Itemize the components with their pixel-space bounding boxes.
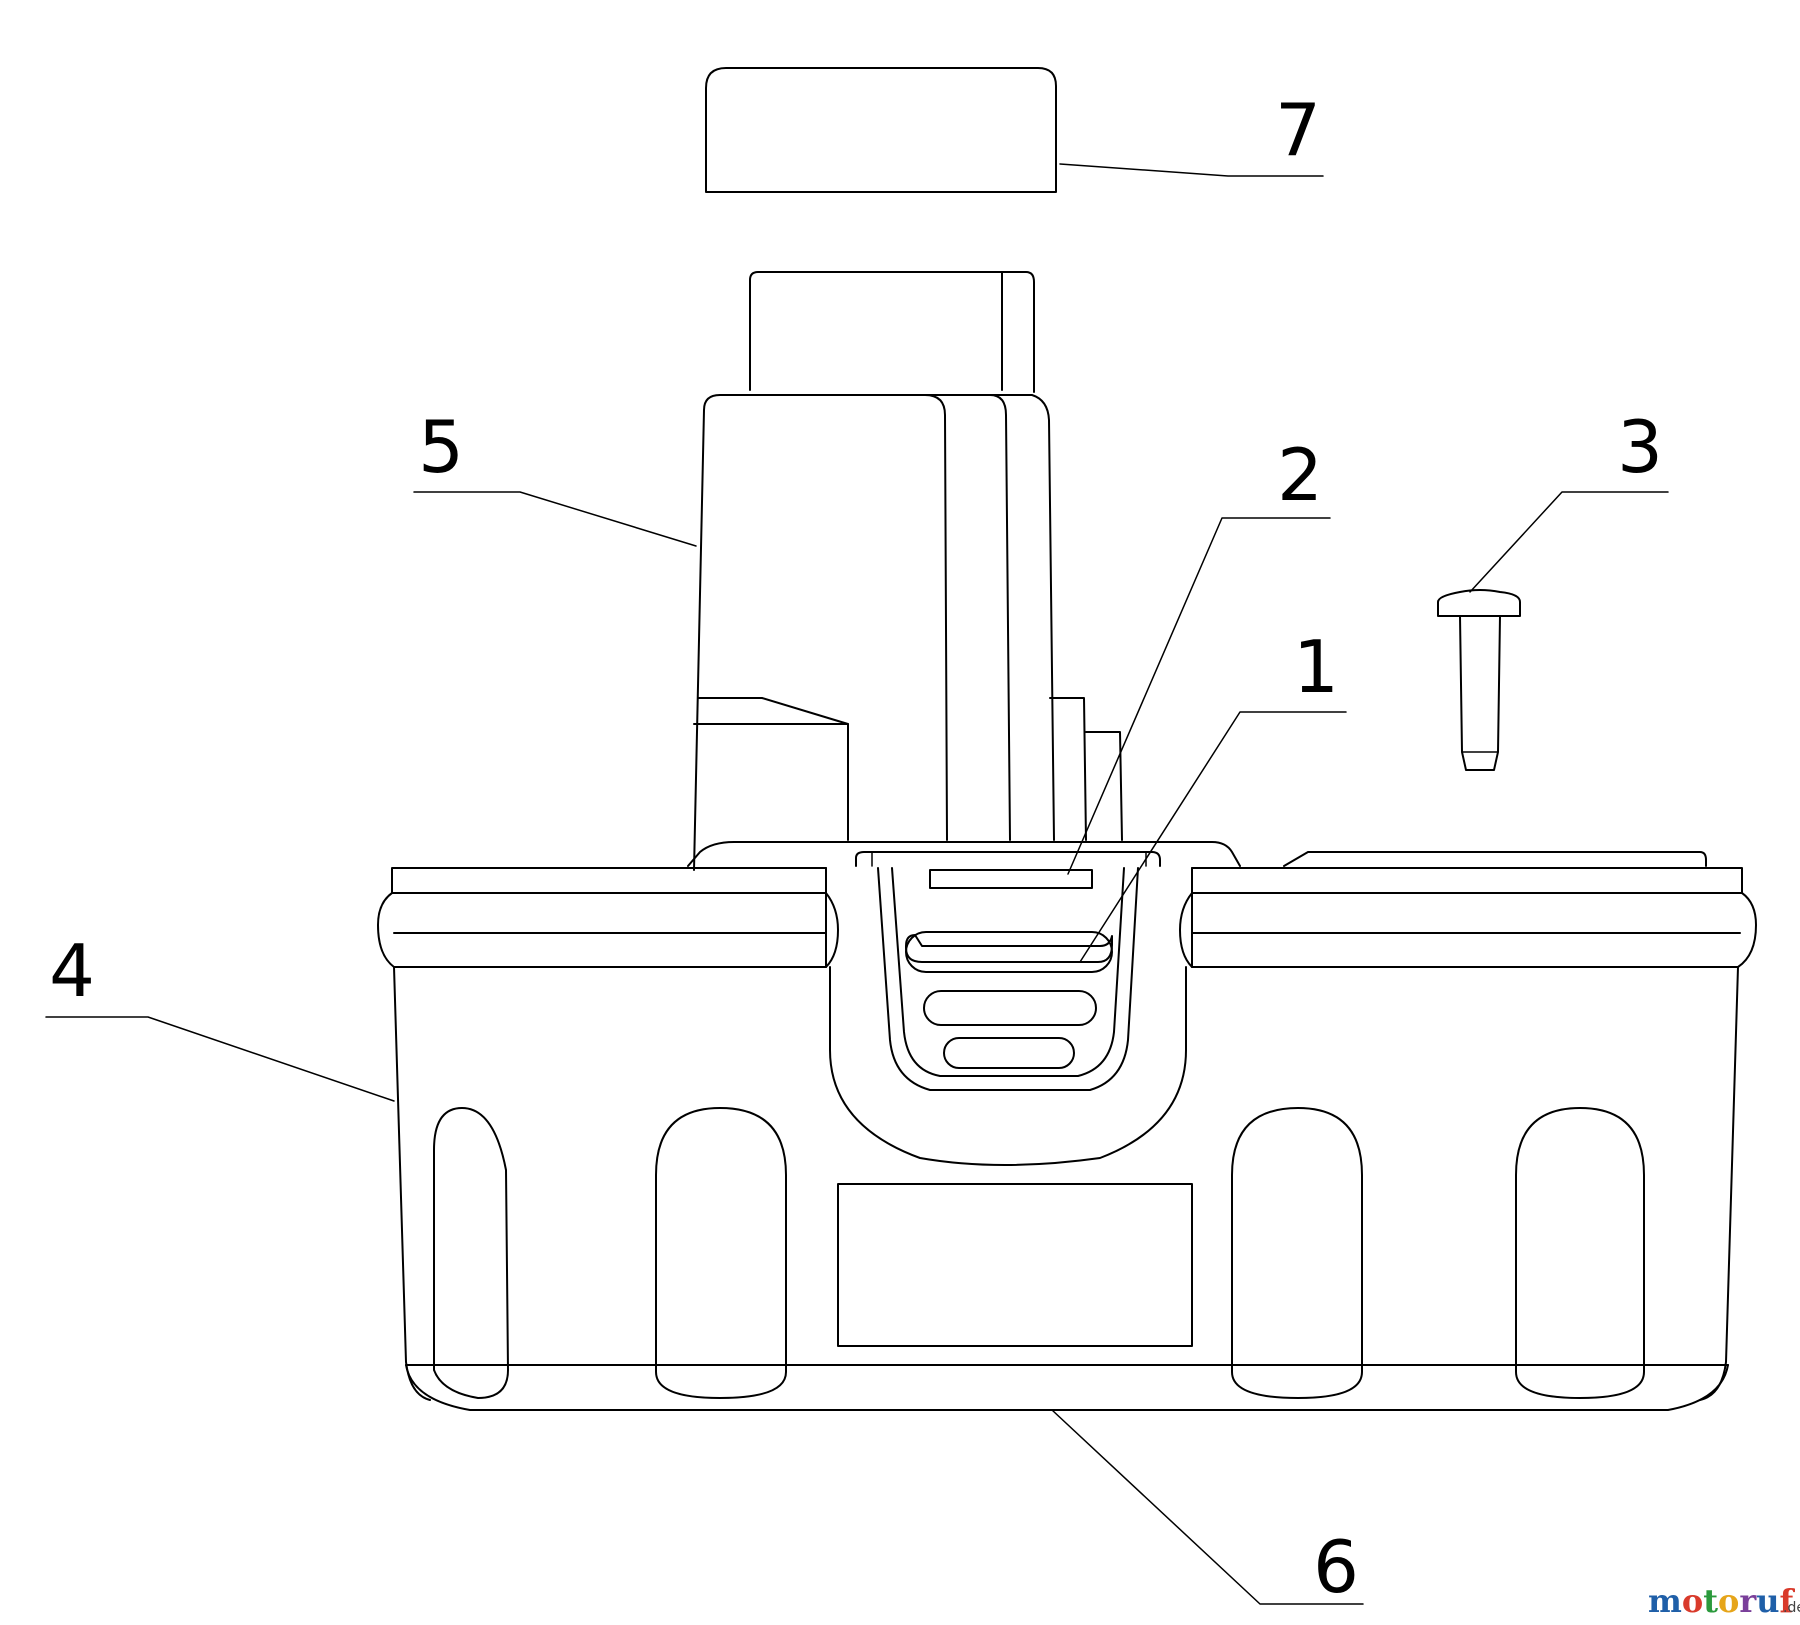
leader-6: [1051, 1409, 1364, 1605]
leader-3: [1469, 491, 1669, 593]
label-part-1: 1: [1293, 625, 1339, 709]
leader-2: [1067, 517, 1331, 875]
watermark-logo: motoruf .de: [1648, 1582, 1800, 1620]
part-5-tower: [687, 271, 1707, 871]
label-part-5: 5: [418, 405, 464, 489]
leader-lines: [45, 163, 1669, 1605]
label-part-2: 2: [1277, 433, 1323, 517]
label-part-7: 7: [1275, 88, 1321, 172]
leader-4: [45, 1016, 395, 1102]
part-4-housing: [377, 867, 1757, 1411]
leader-5: [413, 491, 697, 547]
part-7-cap: [705, 67, 1057, 193]
part-2-latch: [855, 851, 1161, 889]
callout-labels: 7 5 2 3 1 4 6: [49, 88, 1663, 1609]
part-3-screw: [1437, 589, 1521, 771]
leader-7: [1059, 163, 1324, 177]
label-part-6: 6: [1313, 1525, 1359, 1609]
leader-1: [1079, 711, 1347, 963]
label-part-3: 3: [1617, 405, 1663, 489]
svg-text:.de: .de: [1783, 1600, 1800, 1616]
part-1-release-button: [877, 867, 1139, 1091]
label-part-4: 4: [49, 929, 95, 1013]
svg-text:motoruf: motoruf: [1648, 1582, 1795, 1620]
